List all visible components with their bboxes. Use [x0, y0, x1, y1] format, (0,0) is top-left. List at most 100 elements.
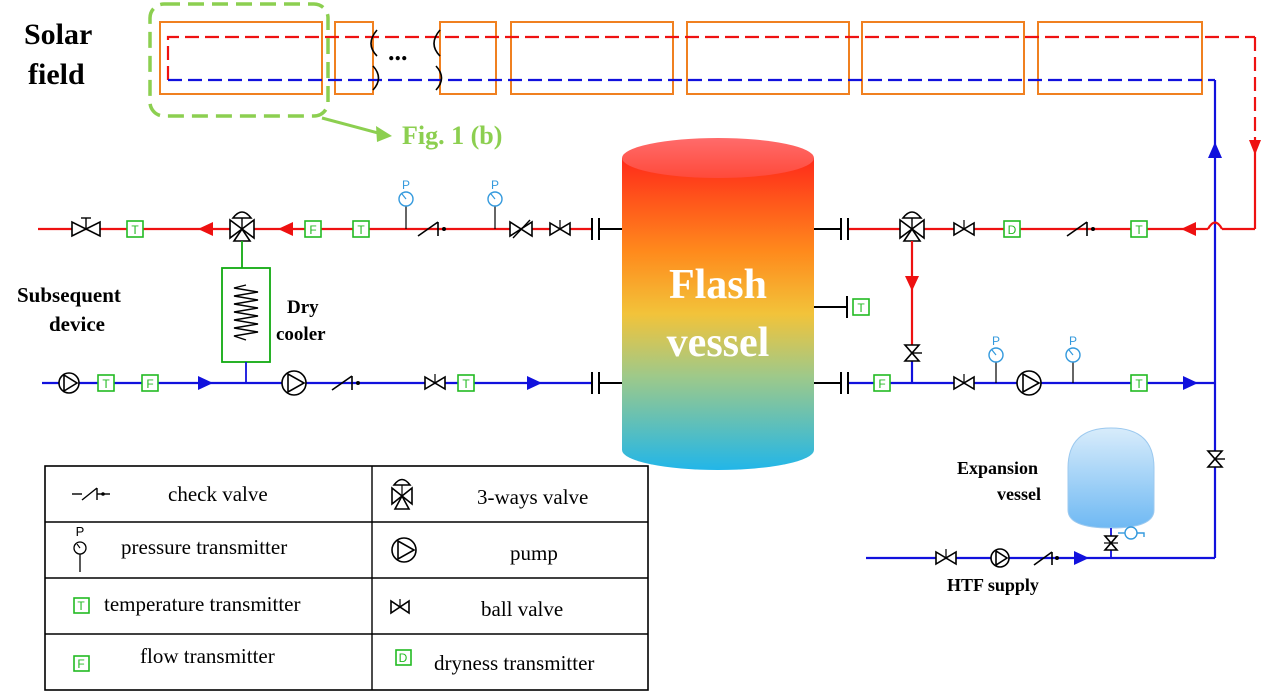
flow-arrow-red-down: [1249, 140, 1261, 155]
temperature-tag-bottom-1: T: [97, 374, 115, 392]
collector-7: [1037, 21, 1203, 95]
solar-hot-dashed-line: [166, 35, 1255, 80]
cold-line-bottom: P P T F T F T: [42, 334, 1215, 396]
svg-text:F: F: [146, 377, 153, 391]
temperature-tag-bottom-2: T: [457, 374, 475, 392]
ball-valve-bottom-2: [953, 374, 975, 391]
pressure-label: P: [1069, 334, 1077, 348]
flow-arrow-red-bypass: [905, 276, 919, 291]
ball-valve-top-left: [71, 217, 101, 238]
flow-tag-bottom-2: F: [873, 374, 891, 392]
flow-tag-top: F: [304, 220, 322, 238]
flash-vessel: Flash vessel: [622, 138, 814, 470]
control-valve-top: [509, 219, 533, 239]
bypass-line: [903, 241, 922, 383]
collector-1: [159, 21, 323, 95]
collector-5: [686, 21, 850, 95]
legend-pump-label: pump: [510, 541, 558, 565]
right-side-loop: [1208, 37, 1261, 558]
dry-cooler-label-1: Dry: [287, 297, 319, 318]
legend-check-valve-icon: [72, 487, 110, 501]
legend-pressure-transmitter-icon: P: [73, 524, 87, 572]
legend-three-way-valve-label: 3-ways valve: [477, 485, 588, 509]
legend-pump-icon: [391, 537, 417, 563]
legend: check valve 3-ways valve P pressure tran…: [44, 465, 649, 691]
break-mark-4: [435, 65, 443, 91]
break-mark-2: [372, 65, 380, 91]
expansion-vessel-label-1: Expansion: [957, 458, 1038, 478]
solar-field: Solar field ... Fig. 1 (b): [24, 2, 1255, 150]
svg-text:T: T: [77, 599, 85, 613]
svg-text:T: T: [462, 377, 470, 391]
legend-temperature-transmitter-label: temperature transmitter: [104, 592, 301, 616]
temperature-tag-bottom-3: T: [1130, 374, 1148, 392]
svg-text:D: D: [1008, 223, 1017, 237]
figure-highlight-box: [148, 2, 330, 118]
pump-htf: [990, 548, 1010, 568]
ball-valve-bottom-1: [424, 374, 446, 391]
htf-supply-label: HTF supply: [947, 575, 1039, 595]
dryness-tag-top: D: [1003, 220, 1021, 238]
flow-tag-bottom-1: F: [141, 374, 159, 392]
temperature-tag-top-2: T: [352, 220, 370, 238]
dry-cooler-coil: [233, 284, 259, 341]
vessel-temperature-tag: T: [857, 301, 865, 315]
svg-text:T: T: [1135, 223, 1143, 237]
flow-arrow-blue-right-3: [1183, 376, 1198, 390]
htf-supply-line: HTF supply: [866, 548, 1215, 595]
break-mark-3: [433, 29, 441, 57]
svg-text:T: T: [1135, 377, 1143, 391]
check-valve-htf: [1033, 551, 1059, 566]
dry-cooler: Dry cooler: [221, 241, 326, 383]
collector-3: [439, 21, 497, 95]
svg-text:T: T: [131, 223, 139, 237]
flow-arrow-red-left-1: [1181, 222, 1196, 236]
temperature-tag-top-3: T: [1130, 220, 1148, 238]
three-way-valve-top-right: [899, 211, 925, 242]
check-valve-bottom: [331, 375, 360, 391]
vessel-temperature-tap: T: [814, 296, 870, 318]
expansion-valve: [1103, 535, 1119, 551]
solar-field-label-1: Solar: [24, 18, 92, 51]
svg-text:F: F: [309, 223, 316, 237]
legend-dryness-transmitter-icon: D: [395, 649, 412, 666]
pressure-transmitter-bottom-2: P: [1065, 334, 1081, 383]
temperature-tag-top-1: T: [126, 220, 144, 238]
svg-text:F: F: [77, 657, 84, 671]
flash-vessel-label-1: Flash: [669, 262, 767, 308]
legend-dryness-transmitter-label: dryness transmitter: [434, 651, 594, 675]
legend-ball-valve-label: ball valve: [481, 597, 563, 621]
pressure-transmitter-top-1: P: [398, 178, 414, 229]
svg-text:F: F: [878, 377, 885, 391]
flow-arrow-red-left-2: [278, 222, 293, 236]
legend-ball-valve-icon: [390, 599, 410, 615]
legend-flow-transmitter-label: flow transmitter: [140, 644, 275, 668]
legend-pressure-transmitter-label: pressure transmitter: [121, 535, 287, 559]
solar-field-label-2: field: [28, 58, 85, 91]
pump-bottom-2: [281, 370, 307, 396]
dry-cooler-label-2: cooler: [276, 324, 326, 345]
collector-2: [334, 21, 374, 95]
ellipsis-label: ...: [388, 37, 408, 66]
flow-arrow-htf: [1074, 551, 1089, 565]
check-valve-top-right: [1066, 221, 1095, 237]
flow-arrow-blue-right-2: [527, 376, 542, 390]
flow-arrow-blue-right-1: [198, 376, 213, 390]
legend-flow-transmitter-icon: F: [73, 655, 90, 672]
pump-bottom-3: [1016, 370, 1042, 396]
subsequent-device-label-1: Subsequent: [17, 283, 121, 307]
riser-valve: [1206, 450, 1225, 468]
svg-text:T: T: [357, 223, 365, 237]
figure-highlight-arrow-line: [321, 116, 383, 136]
three-way-valve-top-left: [229, 211, 255, 242]
bypass-valve: [903, 344, 922, 362]
flow-arrow-red-left-3: [198, 222, 213, 236]
flow-arrow-blue-up: [1208, 142, 1222, 158]
expansion-vessel: Expansion vessel: [957, 427, 1155, 558]
pressure-transmitter-top-2: P: [487, 178, 503, 229]
ball-valve-top-3: [953, 220, 975, 237]
legend-temperature-transmitter-icon: T: [73, 597, 90, 614]
flash-vessel-label-2: vessel: [667, 320, 770, 366]
pressure-label: P: [992, 334, 1000, 348]
